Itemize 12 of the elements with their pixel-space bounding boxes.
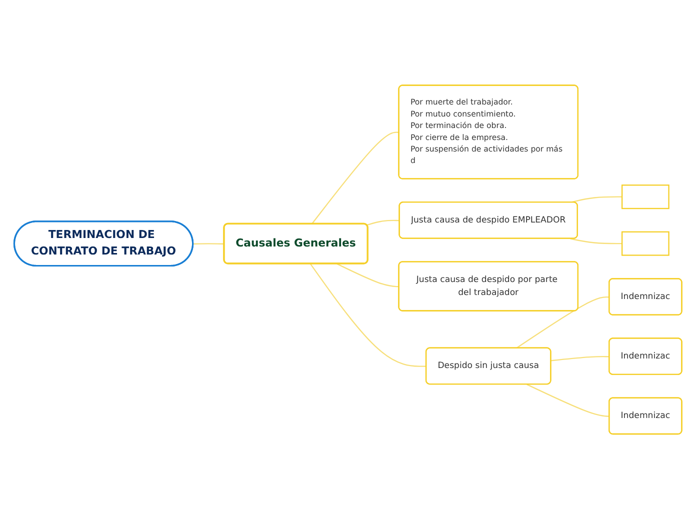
connector <box>311 132 400 225</box>
connector <box>310 264 426 368</box>
connector <box>516 296 610 350</box>
connector <box>570 238 622 245</box>
node-box <box>621 232 670 256</box>
connector <box>336 264 400 288</box>
connector <box>526 384 610 418</box>
connector <box>551 356 610 362</box>
connector <box>570 196 622 204</box>
connector <box>193 243 224 245</box>
node-box <box>621 184 670 210</box>
connector <box>366 220 400 226</box>
